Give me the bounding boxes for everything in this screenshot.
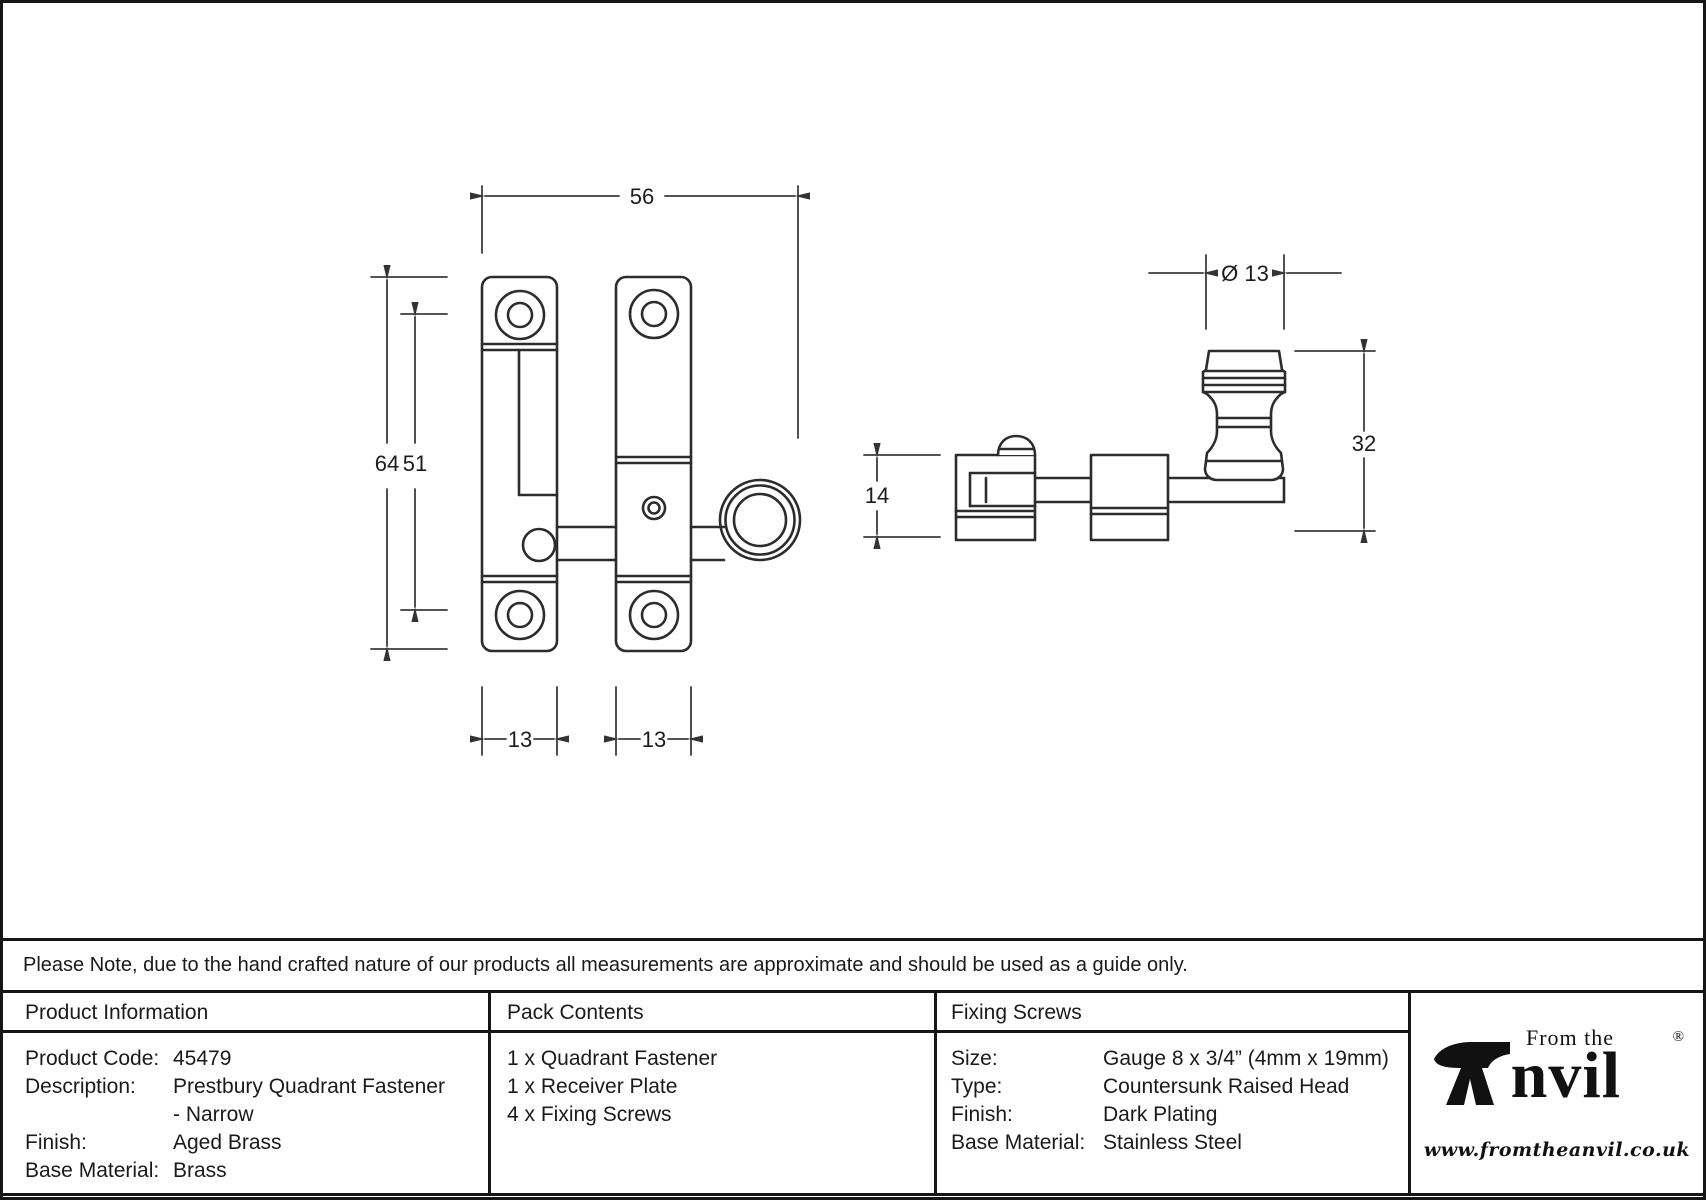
description-value-line2: - Narrow: [173, 1103, 254, 1126]
note-row: Please Note, due to the hand crafted nat…: [3, 938, 1703, 993]
product-information-cell: Product Code: 45479 Description: Prestbu…: [3, 1033, 491, 1193]
base-material-value: Brass: [173, 1159, 227, 1182]
product-information-header-cell: Product Information: [3, 993, 491, 1033]
dim-side-height-label: 32: [1352, 431, 1376, 456]
dim-side-depth-label: 14: [865, 483, 889, 508]
logo-tagline: From the: [1526, 1025, 1615, 1050]
description-label: Description:: [25, 1075, 136, 1098]
table-bottom-border: [3, 1193, 1703, 1196]
pack-item: 1 x Receiver Plate: [507, 1075, 678, 1098]
dim-front-height-inner-label: 51: [403, 451, 427, 476]
screw-base-material-value: Stainless Steel: [1103, 1131, 1242, 1154]
description-label-cont: [25, 1101, 173, 1129]
anvil-icon: [1428, 1033, 1512, 1111]
pack-item: 1 x Quadrant Fastener: [507, 1047, 718, 1070]
header-bottom-border: [3, 1030, 1411, 1033]
dim-right-plate-width-label: 13: [642, 727, 666, 752]
dim-front-height-outer-label: 64: [375, 451, 399, 476]
technical-drawing: 56 64 51 13 13 Ø 13 32 14: [370, 184, 1376, 756]
screw-type-value: Countersunk Raised Head: [1103, 1075, 1350, 1098]
screw-finish-value: Dark Plating: [1103, 1103, 1218, 1126]
screw-size-value: Gauge 8 x 3/4” (4mm x 19mm): [1103, 1047, 1389, 1070]
finish-value: Aged Brass: [173, 1131, 282, 1154]
screw-size-label: Size:: [951, 1047, 998, 1070]
registered-trademark: ®: [1672, 1029, 1684, 1045]
dim-knob-diameter-label: Ø 13: [1221, 261, 1269, 286]
screw-base-material-label: Base Material:: [951, 1131, 1086, 1154]
screw-finish-label: Finish:: [951, 1103, 1013, 1126]
pack-item: 4 x Fixing Screws: [507, 1103, 672, 1126]
dim-left-plate-width-label: 13: [508, 727, 532, 752]
product-information-header: Product Information: [25, 1001, 209, 1024]
fixing-screws-header-cell: Fixing Screws: [937, 993, 1411, 1033]
base-material-label: Base Material:: [25, 1159, 160, 1182]
side-view-drawing: [954, 349, 1287, 542]
description-value: Prestbury Quadrant Fastener: [173, 1075, 445, 1098]
fixing-screws-cell: Size: Gauge 8 x 3/4” (4mm x 19mm) Type: …: [937, 1033, 1411, 1193]
logo-url: www.fromtheanvil.co.uk: [1423, 1139, 1691, 1161]
fixing-screws-header: Fixing Screws: [951, 1001, 1082, 1024]
screw-type-label: Type:: [951, 1075, 1003, 1098]
product-code-label: Product Code:: [25, 1047, 160, 1070]
finish-label: Finish:: [25, 1131, 87, 1154]
dim-front-width-label: 56: [630, 184, 654, 209]
pack-contents-header: Pack Contents: [507, 1001, 644, 1024]
pack-contents-header-cell: Pack Contents: [491, 993, 937, 1033]
pack-contents-cell: 1 x Quadrant Fastener 1 x Receiver Plate…: [491, 1033, 937, 1193]
dimension-lines: [370, 185, 1376, 756]
product-code-value: 45479: [173, 1047, 232, 1070]
note-text: Please Note, due to the hand crafted nat…: [23, 954, 1188, 976]
front-view-drawing: [480, 275, 802, 653]
brand-logo: Anvil From the ® www.fromtheanvil.co.uk: [1411, 993, 1703, 1193]
